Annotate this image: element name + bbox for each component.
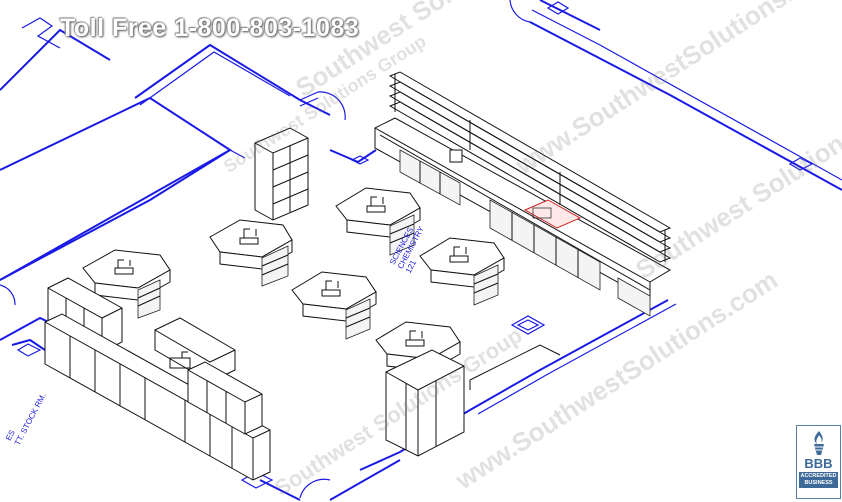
lab-stations — [82, 187, 505, 372]
lab-station — [419, 237, 505, 306]
bbb-sub-line: BUSINESS — [804, 480, 833, 486]
left-counter — [44, 277, 271, 481]
lab-station — [209, 219, 293, 287]
lab-station — [291, 271, 377, 340]
torch-icon — [813, 431, 824, 455]
bbb-title: BBB — [804, 456, 833, 471]
tall-storage-cabinet — [385, 349, 465, 457]
bbb-accredited-badge[interactable]: BBB ACCREDITED BUSINESS — [796, 425, 841, 499]
bbb-sub-line: ACCREDITED — [800, 473, 837, 479]
lab-station — [82, 249, 171, 319]
back-counter — [374, 71, 672, 317]
bbb-subtitle: ACCREDITED BUSINESS — [799, 472, 838, 488]
front-bench — [469, 344, 561, 390]
lab-station — [335, 187, 421, 256]
tall-bookcase — [254, 127, 309, 221]
toll-free-phone: Toll Free 1-800-803-1083 — [60, 14, 360, 42]
